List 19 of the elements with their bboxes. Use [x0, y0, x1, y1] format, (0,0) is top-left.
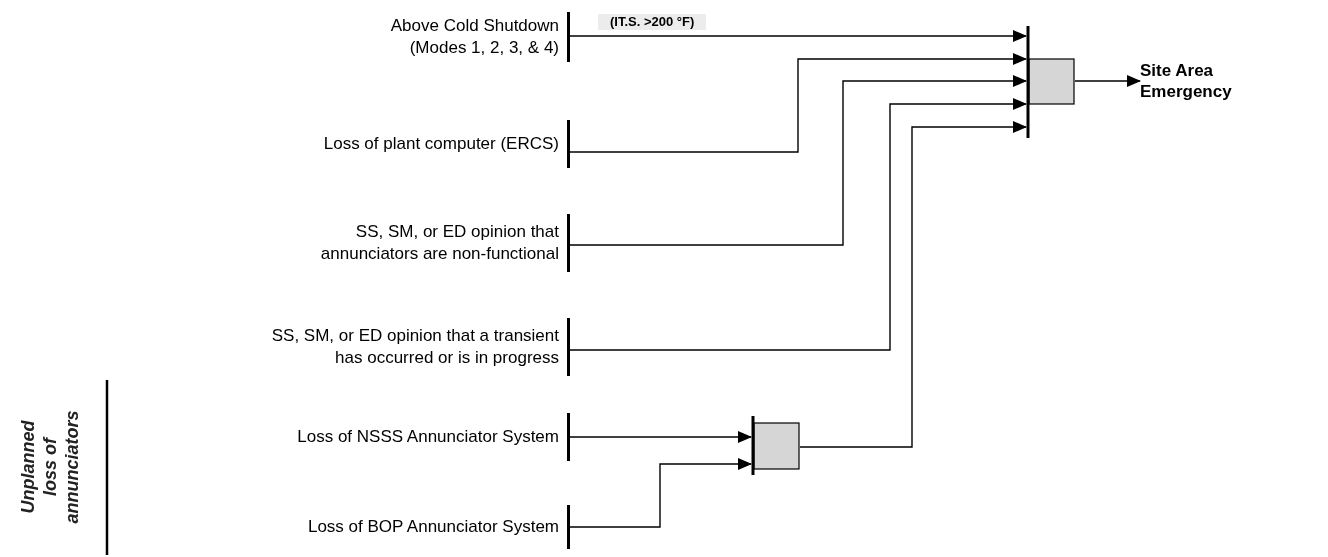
- and-gate: [1026, 26, 1075, 138]
- condition-input: SS, SM, or ED opinion that annunciators are non-functional: [300, 214, 570, 272]
- connector-arrow: [1074, 75, 1141, 87]
- condition-input: Above Cold Shutdown (Modes 1, 2, 3, & 4): [370, 12, 570, 62]
- condition-input: Loss of NSSS Annunciator System: [200, 413, 570, 461]
- condition-input: Loss of BOP Annunciator System: [200, 505, 570, 549]
- group-label: Unplanned loss of annunciators: [17, 409, 83, 526]
- edge-label: (IT.S. >200 °F): [598, 14, 707, 30]
- connector-arrow: [569, 53, 1027, 153]
- connector-arrow: [569, 75, 1027, 246]
- connector-arrow: [569, 30, 1027, 42]
- connector-arrow: [569, 458, 752, 528]
- outcome-label: Site Area Emergency: [1140, 58, 1250, 104]
- and-gate: [751, 416, 800, 475]
- condition-input: Loss of plant computer (ERCS): [200, 120, 570, 168]
- connector-arrow: [569, 98, 1027, 351]
- connector-arrow: [569, 431, 752, 443]
- condition-input: SS, SM, or ED opinion that a transient has occurred or is in progress: [255, 318, 570, 376]
- connector-arrow: [799, 121, 1027, 448]
